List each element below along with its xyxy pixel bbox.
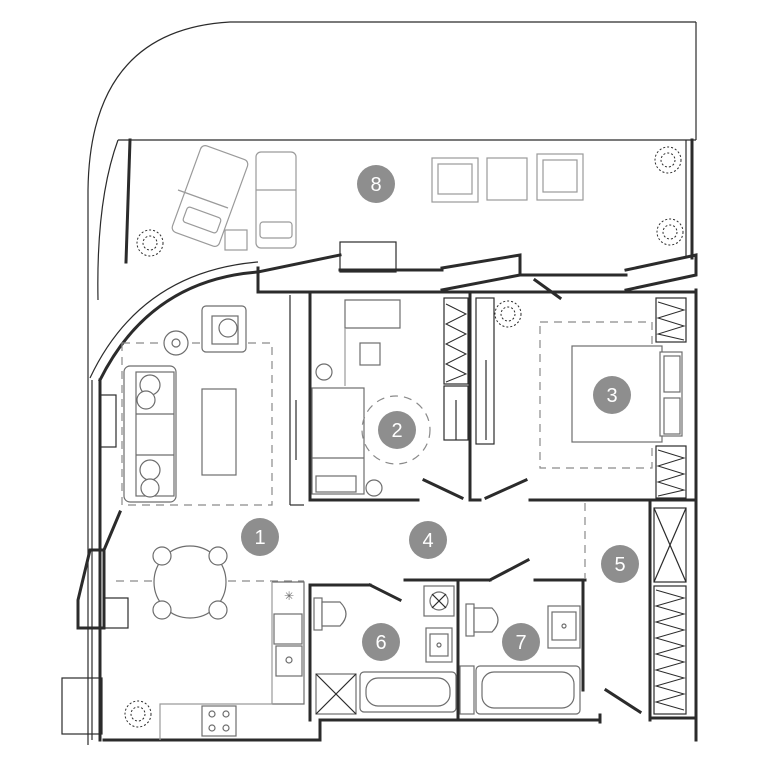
room-badge-6: 6 — [362, 623, 400, 661]
sink-2 — [547, 605, 581, 649]
svg-text:1: 1 — [254, 527, 265, 549]
bedside-lamp-2 — [365, 479, 383, 497]
svg-text:3: 3 — [606, 385, 617, 407]
plant-bedroom-3 — [494, 300, 522, 328]
plant-terrace-right-top — [654, 146, 682, 174]
kitchen-counter — [159, 581, 305, 740]
sink-1 — [425, 627, 453, 663]
svg-text:2: 2 — [391, 420, 402, 442]
sofa — [123, 365, 177, 503]
room-badge-8: 8 — [357, 165, 395, 203]
hob — [201, 705, 237, 737]
doors — [102, 277, 643, 715]
plant-kitchen — [124, 700, 152, 728]
svg-text:5: 5 — [614, 554, 625, 576]
room-badge-3: 3 — [593, 376, 631, 414]
svg-text:8: 8 — [370, 174, 381, 196]
room-badge-5: 5 — [601, 545, 639, 583]
room-badge-2: 2 — [378, 411, 416, 449]
bathtub-1 — [359, 671, 457, 713]
toilet-2 — [465, 603, 499, 637]
sun-lounger-1 — [171, 145, 249, 247]
extractor-mark: ✳ — [284, 589, 294, 603]
bed-single — [311, 387, 365, 495]
plant-terrace-right-bottom — [656, 218, 684, 246]
sliding-door-bedroom-2 — [295, 400, 457, 460]
laundry-box-1 — [315, 673, 357, 715]
bathtub-2 — [475, 665, 581, 715]
round-rug — [361, 395, 431, 465]
room-badge-4: 4 — [409, 521, 447, 559]
interior-walls — [289, 293, 698, 722]
dining-table — [152, 545, 228, 620]
room-badge-7: 7 — [502, 623, 540, 661]
sun-lounger-2 — [255, 151, 297, 249]
shower-tray-1 — [423, 585, 455, 617]
terrace-railing — [124, 138, 694, 264]
hall-wardrobe-lower — [653, 585, 687, 715]
armchair — [201, 305, 247, 353]
hall-wardrobe-upper — [653, 507, 687, 583]
coffee-table — [201, 388, 237, 476]
riser-2 — [459, 665, 475, 715]
svg-text:7: 7 — [515, 632, 526, 654]
svg-text:6: 6 — [375, 632, 386, 654]
outdoor-lounge-set — [431, 153, 584, 203]
desk — [344, 299, 401, 386]
wardrobe-bedroom-3-top — [655, 297, 687, 343]
floor-lamp — [163, 330, 189, 356]
closet-bedroom-3 — [475, 297, 495, 445]
living-rug — [121, 342, 273, 506]
exterior-walls — [61, 241, 698, 742]
room-badge-1: 1 — [241, 518, 279, 556]
wardrobe-bedroom-3-bottom — [655, 445, 687, 499]
toilet-1 — [313, 597, 347, 631]
svg-text:4: 4 — [422, 530, 433, 552]
plant-terrace-left — [136, 229, 164, 257]
bedside-lamp-1 — [315, 363, 333, 381]
terrace-envelope — [87, 21, 697, 745]
side-table — [224, 229, 248, 251]
